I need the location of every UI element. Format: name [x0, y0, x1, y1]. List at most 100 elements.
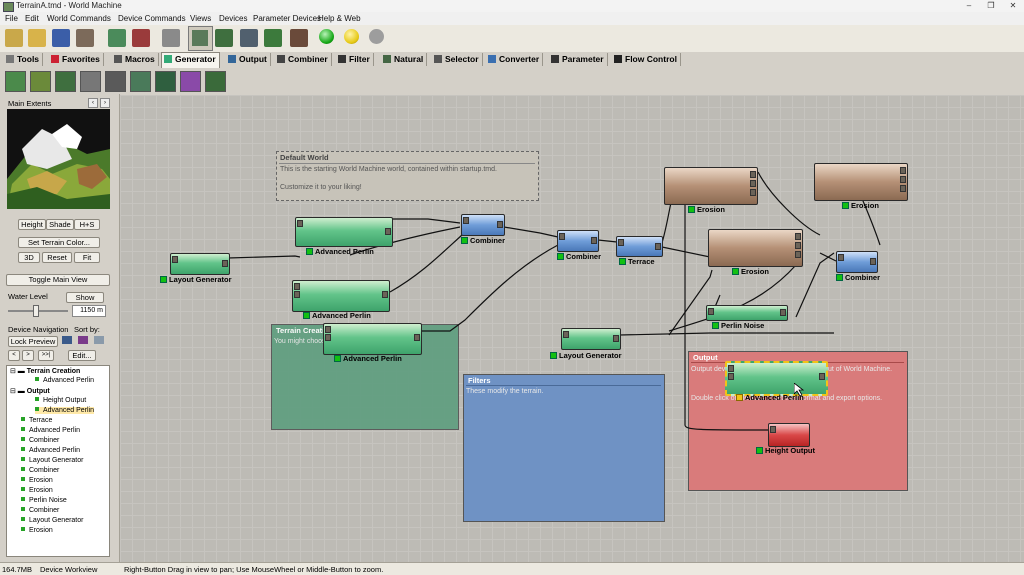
save-icon[interactable] [52, 29, 70, 47]
advanced-perlin-node[interactable] [323, 323, 422, 355]
terrain-preview[interactable] [7, 109, 110, 209]
grid-icon[interactable] [215, 29, 233, 47]
input-port[interactable] [563, 331, 569, 338]
tree-item[interactable]: Advanced Perlin [21, 427, 80, 434]
show-button[interactable]: Show [66, 292, 104, 303]
output-port[interactable] [819, 373, 825, 380]
output-port[interactable] [613, 335, 619, 342]
input-port[interactable] [325, 326, 331, 333]
edit-button[interactable]: Edit... [68, 350, 96, 361]
erosion-node[interactable] [814, 163, 908, 201]
terrain-icon[interactable] [264, 29, 282, 47]
nav-end-icon[interactable]: >>| [38, 350, 54, 361]
tree-item[interactable]: Advanced Perlin [35, 407, 94, 414]
tree-item[interactable]: Erosion [21, 527, 53, 534]
menu-device-commands[interactable]: Device Commands [118, 14, 186, 23]
generator-module-icon[interactable] [205, 71, 226, 92]
tree-item[interactable]: ⊟ ▬ Terrain Creation [10, 368, 81, 375]
lock-preview-button[interactable]: Lock Preview [8, 336, 58, 347]
layout-icon[interactable] [108, 29, 126, 47]
filters-group[interactable]: Filters These modify the terrain. [463, 374, 665, 522]
generator-module-icon[interactable] [80, 71, 101, 92]
combiner-node[interactable] [461, 214, 505, 236]
tree-item[interactable]: Height Output [35, 397, 86, 404]
output-port[interactable] [655, 243, 661, 250]
fit-button[interactable]: Fit [74, 252, 100, 263]
new-icon[interactable] [5, 29, 23, 47]
menu-edit[interactable]: Edit [25, 14, 39, 23]
height-button[interactable]: Height [18, 219, 46, 230]
nav-back-icon[interactable]: < [8, 350, 20, 361]
tab-favorites[interactable]: Favorites [49, 53, 104, 66]
output-port[interactable] [385, 228, 391, 235]
output-port[interactable] [795, 251, 801, 258]
output-port[interactable] [750, 180, 756, 187]
generator-module-icon[interactable] [180, 71, 201, 92]
tree-item[interactable]: Combiner [21, 437, 59, 444]
tree-item[interactable]: ⊟ ▬ Output [10, 388, 50, 395]
next-arrow-icon[interactable]: › [100, 98, 110, 108]
3d-button[interactable]: 3D [18, 252, 40, 263]
tree-item[interactable]: Perlin Noise [21, 497, 67, 504]
tab-flow-control[interactable]: Flow Control [612, 53, 681, 66]
tree-item[interactable]: Layout Generator [21, 457, 83, 464]
input-port[interactable] [172, 256, 178, 263]
output-port[interactable] [222, 260, 228, 267]
workview-canvas[interactable]: Default World This is the starting World… [120, 95, 1024, 562]
tab-selector[interactable]: Selector [432, 53, 483, 66]
tree-item[interactable]: Terrace [21, 417, 52, 424]
output-port[interactable] [750, 189, 756, 196]
input-port[interactable] [294, 291, 300, 298]
tree-item[interactable]: Layout Generator [21, 517, 83, 524]
erosion-node[interactable] [664, 167, 758, 205]
tab-tools[interactable]: Tools [4, 53, 44, 66]
input-port[interactable] [728, 373, 734, 380]
layout-generator-node[interactable] [561, 328, 621, 350]
combiner-node[interactable] [836, 251, 878, 273]
green-light-icon[interactable] [319, 29, 334, 44]
input-port[interactable] [838, 254, 844, 261]
shade-button[interactable]: Shade [46, 219, 74, 230]
reset-button[interactable]: Reset [42, 252, 72, 263]
menu-help-web[interactable]: Help & Web [318, 14, 361, 23]
generator-module-icon[interactable] [30, 71, 51, 92]
water-level-field[interactable]: 1150 m [72, 305, 106, 317]
input-port[interactable] [728, 365, 734, 372]
set-terrain-color-button[interactable]: Set Terrain Color... [18, 237, 100, 248]
default-world-note[interactable]: Default World This is the starting World… [276, 151, 539, 201]
menu-world-commands[interactable]: World Commands [47, 14, 111, 23]
output-port[interactable] [795, 233, 801, 240]
sort-name-icon[interactable] [94, 336, 104, 344]
generator-module-icon[interactable] [55, 71, 76, 92]
height-output-node[interactable] [768, 423, 810, 447]
tab-converter[interactable]: Converter [486, 53, 544, 66]
output-port[interactable] [497, 221, 503, 228]
input-port[interactable] [294, 283, 300, 290]
input-port[interactable] [618, 239, 624, 246]
device-icon[interactable] [132, 29, 150, 47]
prev-arrow-icon[interactable]: ‹ [88, 98, 98, 108]
tab-combiner[interactable]: Combiner [275, 53, 332, 66]
tab-natural[interactable]: Natural [381, 53, 428, 66]
output-port[interactable] [591, 237, 597, 244]
input-port[interactable] [325, 334, 331, 341]
hs-button[interactable]: H+S [74, 219, 100, 230]
generator-module-icon[interactable] [5, 71, 26, 92]
advanced-perlin-node[interactable] [292, 280, 390, 312]
layout-generator-node[interactable] [170, 253, 230, 275]
hand-icon[interactable] [76, 29, 94, 47]
nav-forward-icon[interactable]: > [22, 350, 34, 361]
gray-light-icon[interactable] [369, 29, 384, 44]
input-port[interactable] [559, 233, 565, 240]
tree-item[interactable]: Combiner [21, 467, 59, 474]
tab-macros[interactable]: Macros [112, 53, 159, 66]
minimize-icon[interactable]: – [966, 1, 972, 10]
input-port[interactable] [708, 308, 714, 315]
advanced-perlin-node[interactable] [295, 217, 393, 247]
render-icon[interactable] [290, 29, 308, 47]
menu-views[interactable]: Views [190, 14, 212, 23]
tree-item[interactable]: Combiner [21, 507, 59, 514]
menu-devices[interactable]: Devices [219, 14, 248, 23]
generator-module-icon[interactable] [105, 71, 126, 92]
close-icon[interactable]: ✕ [1009, 1, 1017, 10]
